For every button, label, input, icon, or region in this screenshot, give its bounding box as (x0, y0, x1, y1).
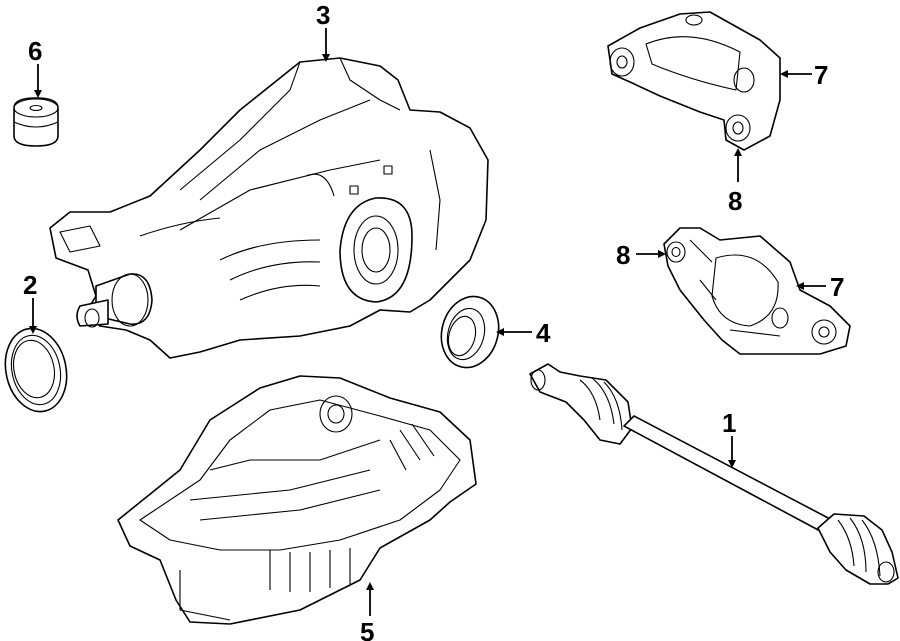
callout-7-upper-label: 7 (814, 60, 828, 90)
callout-2: 2 (23, 270, 37, 334)
callout-8-upper-label: 8 (728, 186, 742, 216)
callout-7-lower: 7 (796, 272, 844, 302)
callout-8-lower-label: 8 (616, 240, 630, 270)
callout-3: 3 (316, 0, 330, 62)
callout-5: 5 (360, 582, 374, 641)
callout-1: 1 (722, 408, 736, 468)
seal-ring-part-2 (4, 327, 68, 413)
callout-7-upper: 7 (780, 60, 828, 90)
seal-part-4 (440, 295, 500, 369)
callout-5-label: 5 (360, 617, 374, 641)
housing-cover-part-5 (117, 375, 477, 625)
callout-7-lower-label: 7 (830, 272, 844, 302)
callout-4: 4 (496, 318, 551, 348)
callout-3-label: 3 (316, 0, 330, 30)
callout-4-label: 4 (536, 318, 551, 348)
drive-shaft-part-1 (529, 363, 899, 585)
callout-1-label: 1 (722, 408, 736, 438)
mount-bracket-lower (663, 227, 851, 355)
mount-bracket-upper (607, 11, 781, 151)
callout-8-upper: 8 (728, 148, 742, 216)
callout-2-label: 2 (23, 270, 37, 300)
differential-housing-part-3 (49, 57, 489, 359)
callout-6-label: 6 (28, 36, 42, 66)
callout-8-lower: 8 (616, 240, 666, 270)
bushing-part-6 (13, 97, 59, 147)
callout-6: 6 (28, 36, 42, 98)
